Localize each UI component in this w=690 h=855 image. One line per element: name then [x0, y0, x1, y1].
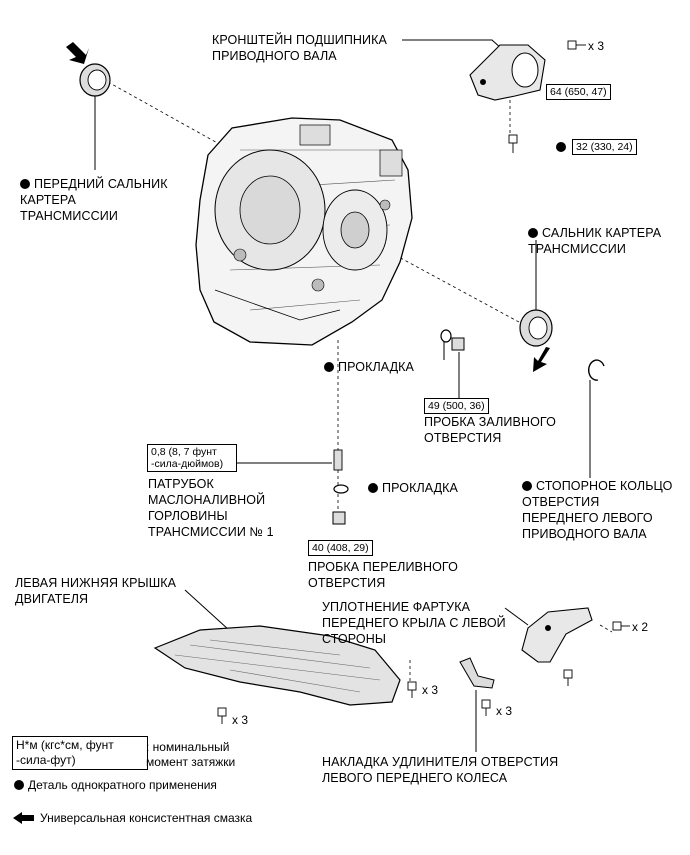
single-use-dot-icon	[522, 481, 532, 491]
torque-filler-tube: 0,8 (8, 7 фунт -сила-дюймов)	[147, 444, 237, 472]
case-seal-drawing	[519, 309, 553, 347]
qty-fender-bolts: x 2	[632, 620, 649, 634]
single-use-dot-icon	[528, 228, 538, 238]
front-seal-label: ПЕРЕДНИЙ САЛЬНИК КАРТЕРА ТРАНСМИССИИ	[20, 177, 168, 223]
overflow-plug-drawing	[332, 511, 346, 525]
transmission-case-drawing	[195, 117, 413, 346]
snap-ring-drawing	[588, 359, 605, 381]
torque-filler-plug: 49 (500, 36)	[424, 398, 489, 414]
bearing-bracket-drawing	[469, 44, 546, 101]
grease-arrow-icon	[66, 42, 89, 64]
legend-torque-desc: : номинальный момент затяжки	[146, 740, 236, 769]
torque-overflow-plug: 40 (408, 29)	[308, 540, 373, 556]
single-use-dot-icon	[20, 179, 30, 189]
bracket-label: КРОНШТЕЙН ПОДШИПНИКА ПРИВОДНОГО ВАЛА	[212, 33, 387, 63]
overflow-plug-label: ПРОБКА ПЕРЕЛИВНОГО ОТВЕРСТИЯ	[308, 560, 458, 590]
gasket-drawing	[333, 484, 349, 494]
filler-plug-drawing	[451, 337, 465, 351]
filler-plug-label: ПРОБКА ЗАЛИВНОГО ОТВЕРСТИЯ	[424, 415, 556, 445]
single-use-dot-icon	[14, 780, 24, 790]
single-use-dot-icon	[556, 142, 566, 152]
engine-cover-label: ЛЕВАЯ НИЖНЯЯ КРЫШКА ДВИГАТЕЛЯ	[15, 576, 177, 606]
single-use-dot-icon	[324, 362, 334, 372]
fender-seal-label: УПЛОТНЕНИЕ ФАРТУКА ПЕРЕДНЕГО КРЫЛА С ЛЕВ…	[322, 600, 506, 646]
legend-torque-box: Н*м (кгс*см, фунт -сила-фут)	[12, 736, 148, 770]
gasket-upper-label: ПРОКЛАДКА	[324, 359, 414, 375]
torque-bracket-lower-wrap	[556, 139, 570, 155]
filler-tube-drawing	[333, 449, 343, 471]
qty-cover-bolts-right: x 3	[422, 683, 439, 697]
torque-bracket-lower: 32 (330, 24)	[572, 139, 637, 155]
gasket-lower-label: ПРОКЛАДКА	[368, 480, 458, 496]
legend-single-use: Деталь однократного применения	[14, 778, 217, 793]
case-seal-label: САЛЬНИК КАРТЕРА ТРАНСМИССИИ	[528, 226, 662, 256]
qty-pad-bolts: x 3	[496, 704, 513, 718]
gasket-drawing	[440, 329, 452, 343]
filler-tube-label: ПАТРУБОК МАСЛОНАЛИВНОЙ ГОРЛОВИНЫ ТРАНСМИ…	[148, 477, 274, 539]
torque-bracket-bolt: 64 (650, 47)	[546, 84, 611, 100]
fender-seal-drawing	[521, 607, 593, 663]
single-use-dot-icon	[368, 483, 378, 493]
engine-cover-drawing	[153, 625, 401, 706]
legend-grease: Универсальная консистентная смазка	[40, 811, 253, 825]
bolt-drawings	[217, 40, 630, 724]
assembly-lines	[107, 70, 613, 682]
grease-arrow-icon	[13, 812, 34, 824]
qty-cover-bolts-left: x 3	[232, 713, 249, 727]
extension-pad-label: НАКЛАДКА УДЛИНИТЕЛЯ ОТВЕРСТИЯ ЛЕВОГО ПЕР…	[322, 755, 559, 785]
snap-ring-label: СТОПОРНОЕ КОЛЬЦО ОТВЕРСТИЯ ПЕРЕДНЕГО ЛЕВ…	[522, 479, 673, 541]
qty-bracket-bolts: x 3	[588, 39, 605, 53]
front-seal-drawing	[79, 63, 111, 97]
grease-arrow-icon	[533, 347, 550, 372]
extension-pad-drawing	[459, 657, 495, 689]
